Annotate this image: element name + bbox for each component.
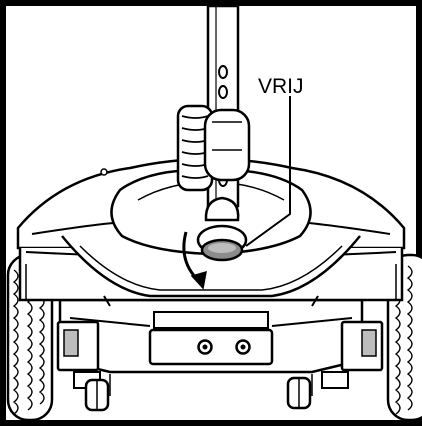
callout-leader-line	[245, 96, 291, 247]
beam-bolt-left	[197, 339, 213, 355]
rear-caster-right	[286, 376, 312, 410]
beam-bolt-right	[235, 339, 251, 355]
right-wheel-bracket	[321, 320, 384, 389]
callout-label: VRIJ	[258, 75, 304, 98]
shroud-details	[100, 168, 319, 396]
release-knob	[196, 196, 248, 262]
rear-caster-left	[84, 378, 110, 412]
chassis-frame	[58, 298, 364, 374]
tiller-hole-1	[218, 65, 228, 79]
tiller-knob-assembly	[176, 104, 251, 192]
tiller-hole-2	[218, 85, 228, 99]
rotation-arrow	[182, 231, 207, 290]
